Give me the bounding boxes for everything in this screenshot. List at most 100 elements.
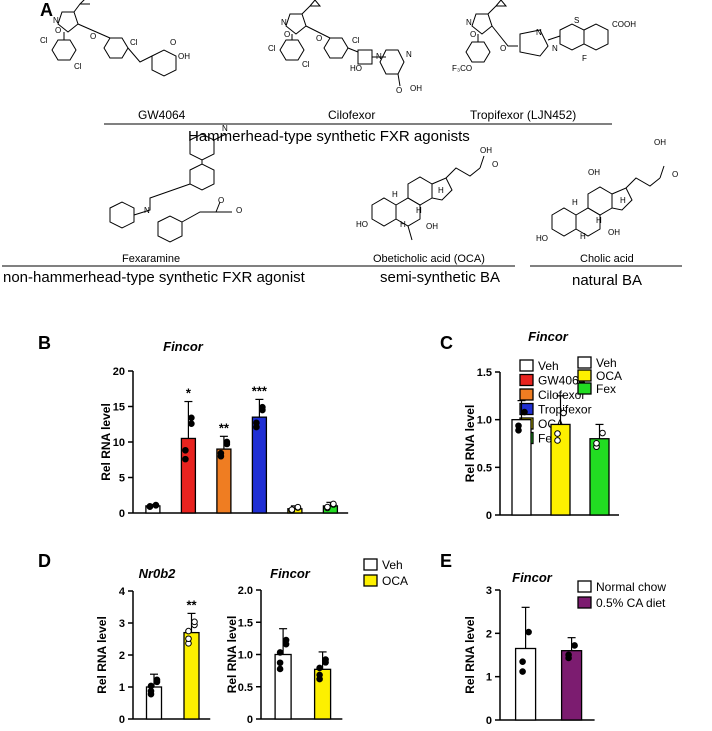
- bar-normal-chow: [514, 647, 537, 721]
- data-point: [147, 682, 155, 690]
- legend-label: Fex: [596, 382, 616, 396]
- legend-label: OCA: [382, 574, 408, 588]
- data-point: [276, 665, 284, 673]
- legend-swatch: [577, 580, 592, 593]
- data-point: [521, 408, 528, 416]
- y-tick-label: 10: [113, 437, 125, 449]
- y-tick-label: 1.5: [477, 367, 492, 379]
- legend-swatch: [519, 359, 534, 372]
- data-point: [525, 628, 532, 636]
- legend-label: GW4064: [538, 374, 586, 388]
- oca-structure: [371, 155, 485, 241]
- significance-mark: *: [186, 386, 192, 401]
- legend-label: 0.5% CA diet: [596, 596, 666, 610]
- y-tick-label: 1.0: [238, 650, 253, 662]
- bar-oca: [550, 423, 571, 516]
- compound-name-oca: Obeticholic acid (OCA): [373, 253, 485, 265]
- y-tick-label: 0: [247, 714, 253, 726]
- compound-name-cholic-acid: Cholic acid: [580, 253, 634, 265]
- compound-name-tropifexor: Tropifexor (LJN452): [470, 108, 577, 122]
- data-point: [554, 437, 561, 444]
- data-point: [146, 503, 154, 510]
- y-tick-label: 4: [119, 586, 126, 598]
- data-point: [316, 671, 323, 679]
- data-point: [152, 501, 160, 509]
- y-axis-label: Rel RNA level: [463, 616, 477, 694]
- data-point: [259, 403, 266, 411]
- chart-title: Fincor: [512, 570, 553, 585]
- data-point: [223, 438, 231, 446]
- gw4064-structure: [51, 0, 177, 77]
- data-point: [182, 446, 189, 454]
- legend-label: OCA: [596, 369, 622, 383]
- compound-name-fexaramine: Fexaramine: [122, 253, 181, 265]
- y-tick-label: 0: [119, 508, 125, 520]
- data-point: [565, 651, 572, 659]
- y-tick-label: 3: [486, 585, 492, 597]
- y-tick-label: 1.5: [238, 617, 253, 629]
- data-point: [188, 420, 195, 427]
- bar-fex: [589, 438, 610, 516]
- legend-swatch: [363, 558, 378, 571]
- hammerhead-group-label: Hammerhead-type synthetic FXR agonists: [188, 128, 470, 145]
- panel-c-letter: C: [440, 333, 453, 353]
- data-point: [294, 503, 302, 511]
- chart-title: Fincor: [528, 329, 569, 344]
- data-point: [324, 503, 331, 511]
- y-axis-label: Rel RNA level: [95, 616, 109, 694]
- legend-label: Veh: [382, 558, 403, 572]
- data-point: [188, 414, 195, 422]
- legend-label: Normal chow: [596, 580, 666, 594]
- chart-title: Fincor: [270, 566, 311, 581]
- y-tick-label: 2: [119, 650, 125, 662]
- data-point: [322, 656, 329, 663]
- bar-veh: [511, 419, 532, 516]
- panel-d-letter: D: [38, 551, 51, 571]
- data-point: [571, 642, 578, 649]
- legend-swatch: [519, 388, 534, 401]
- compound-name-gw4064: GW4064: [138, 108, 186, 122]
- data-point: [191, 618, 198, 626]
- y-axis-label: Rel RNA level: [225, 616, 239, 694]
- data-point: [217, 449, 225, 457]
- bar-0-5-ca-diet: [560, 650, 583, 721]
- group-label-non-hammerhead: non-hammerhead-type synthetic FXR agonis…: [3, 269, 305, 286]
- data-point: [282, 636, 290, 644]
- legend-label: Tropifexor: [538, 403, 592, 417]
- data-point: [519, 658, 526, 665]
- data-point: [185, 627, 192, 635]
- data-point: [276, 659, 284, 667]
- y-tick-label: 20: [113, 366, 125, 378]
- y-tick-label: 2.0: [238, 585, 253, 597]
- y-tick-label: 5: [119, 473, 125, 485]
- y-tick-label: 0.5: [477, 462, 492, 474]
- cilofexor-structure: [279, 0, 405, 87]
- data-point: [288, 506, 296, 513]
- y-tick-label: 0.5: [238, 682, 253, 694]
- y-tick-label: 0: [486, 715, 492, 727]
- legend-label: Cilofexor: [538, 388, 585, 402]
- significance-mark: **: [186, 597, 197, 612]
- chart-title: Nr0b2: [139, 566, 177, 581]
- y-tick-label: 2: [486, 628, 492, 640]
- y-tick-label: 1.0: [477, 415, 492, 427]
- legend-label: Veh: [538, 359, 559, 373]
- panel-e-letter: E: [440, 551, 453, 571]
- legend-label: Veh: [596, 356, 617, 370]
- legend-swatch: [577, 356, 592, 369]
- significance-mark: **: [219, 420, 230, 435]
- data-point: [519, 668, 526, 675]
- data-point: [554, 430, 561, 437]
- data-point: [560, 409, 567, 417]
- group-label-semi-synthetic: semi-synthetic BA: [380, 269, 501, 286]
- y-axis-label: Rel RNA level: [463, 405, 477, 483]
- group-label-natural: natural BA: [572, 272, 643, 289]
- bar-tropifexor: [251, 416, 268, 514]
- y-tick-label: 1: [486, 672, 492, 684]
- legend-swatch: [519, 373, 534, 387]
- data-point: [330, 500, 337, 508]
- panel-a-letter: A: [40, 0, 53, 20]
- y-tick-label: 15: [113, 402, 125, 414]
- data-point: [253, 419, 260, 427]
